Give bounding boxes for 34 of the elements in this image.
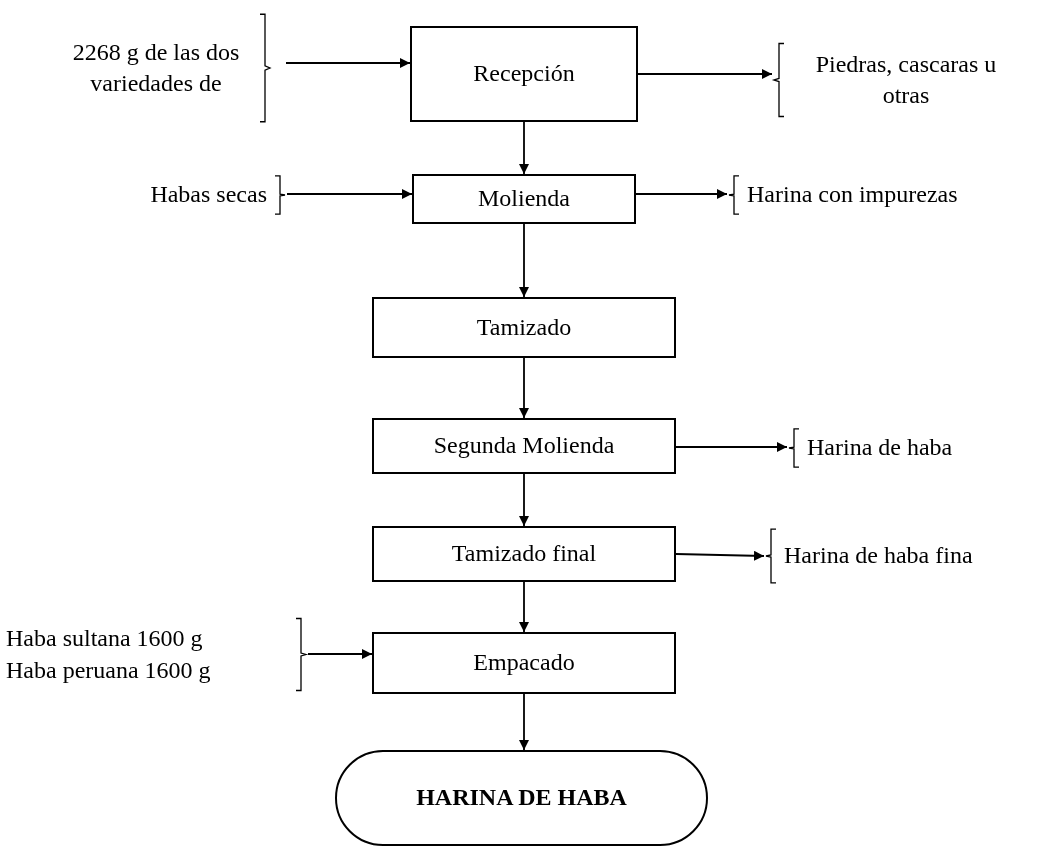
arrow xyxy=(675,550,765,561)
step-label: Segunda Molienda xyxy=(433,431,615,461)
arrow xyxy=(286,189,413,199)
process-box xyxy=(410,26,638,122)
step-label: Molienda xyxy=(478,184,570,214)
arrow xyxy=(519,473,529,527)
arrow xyxy=(675,442,788,452)
flow-label: Habas secas xyxy=(150,180,267,210)
flow-label: Harina de haba xyxy=(807,433,953,463)
flow-label: Haba peruana 1600 g xyxy=(6,655,211,685)
flow-label: Haba sultana 1600 g xyxy=(6,624,203,654)
terminal-label: HARINA DE HABA xyxy=(416,783,627,813)
process-box xyxy=(372,632,676,694)
arrow xyxy=(519,693,529,751)
step-label: Empacado xyxy=(473,648,575,678)
arrow xyxy=(307,649,373,659)
arrow xyxy=(519,357,529,419)
arrow xyxy=(519,121,529,175)
flow-label: Piedras, cascaras u otras xyxy=(814,49,998,110)
process-box xyxy=(412,174,636,224)
arrow xyxy=(519,581,529,633)
arrow xyxy=(519,223,529,298)
step-label: Recepción xyxy=(473,59,575,89)
arrow xyxy=(637,69,773,79)
flow-label: Harina de haba fina xyxy=(784,541,973,571)
arrow xyxy=(285,58,411,68)
flow-label: 2268 g de las dos variedades de xyxy=(71,37,241,98)
step-label: Tamizado final xyxy=(451,539,597,569)
process-box xyxy=(372,297,676,358)
process-box xyxy=(372,526,676,582)
arrow xyxy=(635,189,728,199)
process-box xyxy=(372,418,676,474)
flow-label: Harina con impurezas xyxy=(747,180,958,210)
step-label: Tamizado xyxy=(476,312,572,342)
